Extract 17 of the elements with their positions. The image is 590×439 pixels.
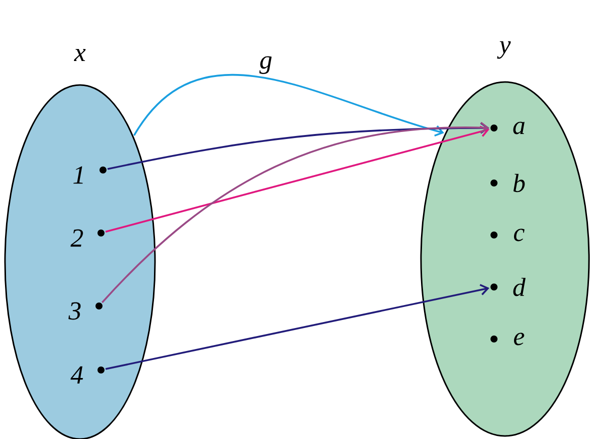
edge-label: g xyxy=(259,56,272,74)
point-label: a xyxy=(513,122,525,134)
set-label: x xyxy=(74,49,86,61)
point-label: b xyxy=(513,174,525,192)
arrow xyxy=(133,74,444,136)
point-label: 4 xyxy=(70,366,83,384)
set-label: y xyxy=(497,41,511,59)
arrow xyxy=(102,122,490,304)
arrow xyxy=(105,126,490,233)
arrow xyxy=(105,284,490,370)
point-label: 3 xyxy=(68,302,81,320)
arrow xyxy=(107,122,490,170)
point-label: e xyxy=(514,332,524,346)
point-label: c xyxy=(514,228,524,242)
point-label: d xyxy=(513,278,526,296)
point-label: 2 xyxy=(70,229,83,247)
point-label: 1 xyxy=(73,166,83,184)
